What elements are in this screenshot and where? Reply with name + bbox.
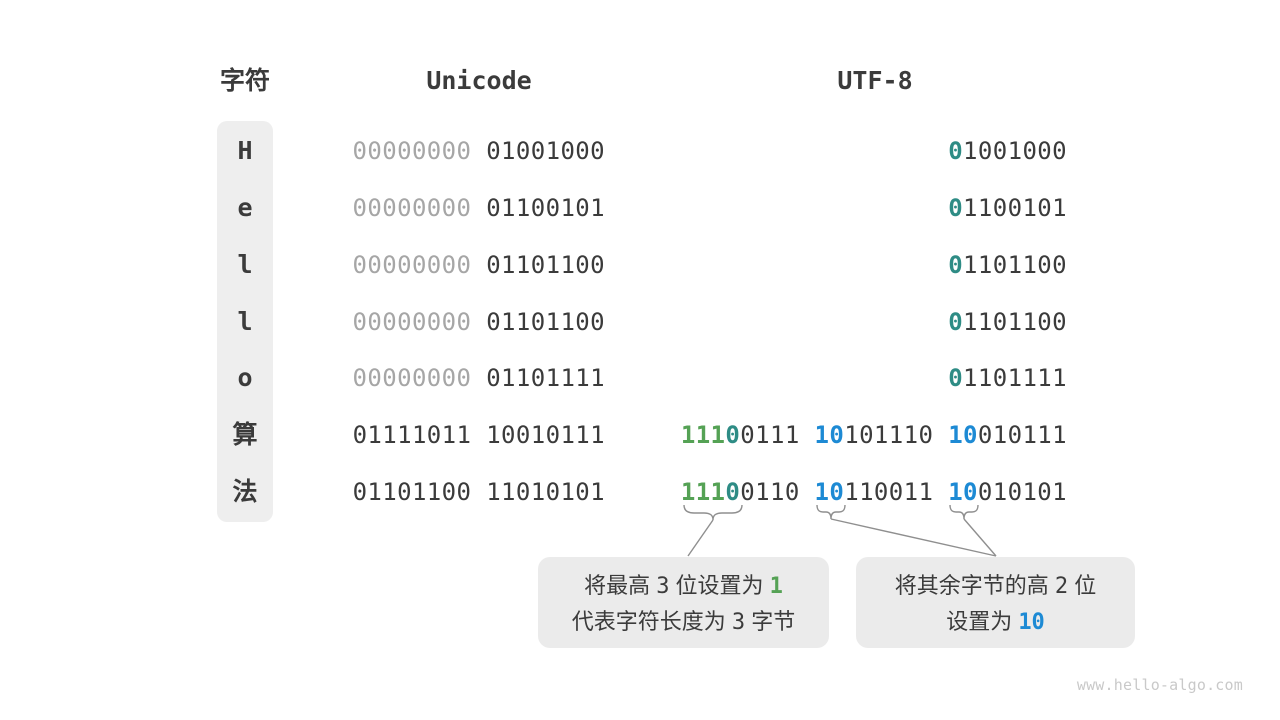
bit-group-gray: 00000000 [352,193,487,222]
table-row: l 00000000 01101100 01101100 [0,306,1280,336]
unicode-cell: 01101100 11010101 [300,478,605,506]
table-row: 算 01111011 10010111 11100111 10101110 10… [0,420,1280,450]
callout-line: 将其余字节的高 2 位 [856,568,1135,604]
unicode-cell: 01111011 10010111 [300,421,605,449]
utf8-cell: 11100110 10110011 10010101 [600,478,1067,506]
callout-text: 将最高 [584,573,657,598]
char-column-background [217,121,273,522]
bit-group-dark: 01001000 [486,137,605,165]
char-cell: H [237,136,253,165]
callout-number: 3 [656,574,670,599]
bit-group-dark: 01101111 [486,364,605,393]
bit-group-dark: 0110 [740,478,815,507]
bit-group-dark: 01100101 [486,193,605,222]
char-cell: e [237,192,253,222]
bit-group-dark: 010101 [977,478,1067,507]
bit-group-teal: 0 [948,250,964,279]
callout-text: 位 [1068,573,1097,598]
watermark: www.hello-algo.com [1076,676,1243,694]
bit-group-blue: 10 [948,478,978,507]
table-row: e 00000000 01100101 01100101 [0,192,1280,222]
char-cell: 算 [232,420,258,450]
utf8-cell: 11100111 10101110 10010111 [600,421,1067,449]
callout-line: 设置为 10 [856,604,1135,640]
bit-group-dark: 0111 [740,421,815,450]
char-cell: 法 [232,477,258,507]
callout-text: 字节 [745,609,796,634]
unicode-cell: 00000000 01101100 [300,308,605,336]
callout-high-bits: 将最高 3 位设置为 1 代表字符长度为 3 字节 [538,557,829,648]
callout-text: 将其余字节的高 [894,573,1055,598]
bit-group-dark: 01111011 10010111 [352,421,605,450]
utf8-cell: 01100101 [600,194,1067,222]
bit-group-teal: 0 [725,421,741,450]
callout-line: 将最高 3 位设置为 1 [538,568,829,604]
header-utf8-label: UTF-8 [837,66,913,95]
table-row: 法 01101100 11010101 11100110 10110011 10… [0,477,1280,507]
unicode-cell: 00000000 01101100 [300,251,605,279]
header-char-label: 字符 [219,67,270,95]
bit-group-blue: 10 [948,421,978,450]
bit-group-dark: 01101100 [486,307,605,336]
bit-group-dark: 1001000 [963,137,1067,165]
bit-group-green: 111 [680,478,726,507]
bit-group-dark: 1101100 [963,250,1067,279]
callout-text: 代表字符长度为 [571,609,732,634]
underbrace-icon [949,504,979,520]
callout-number: 2 [1054,574,1069,599]
underbrace-icon [816,504,846,520]
unicode-cell: 00000000 01101111 [300,364,605,392]
bit-group-gray: 00000000 [352,364,487,393]
callout-accent-bits: 1 [769,574,783,599]
unicode-cell: 00000000 01100101 [300,194,605,222]
bit-group-teal: 0 [948,364,964,393]
underbrace-icon [683,504,743,521]
bit-group-dark: 110011 [844,478,949,507]
bit-group-dark: 101110 [844,421,949,450]
bit-group-gray: 00000000 [352,250,487,279]
bit-group-dark: 1101111 [963,364,1067,393]
bit-group-gray: 00000000 [352,137,487,165]
header-unicode-label: Unicode [426,66,532,95]
unicode-cell: 00000000 01001000 [300,137,605,165]
utf8-cell: 01101100 [600,308,1067,336]
bit-group-teal: 0 [948,137,964,165]
callout-text: 设置为 [946,609,1019,634]
bit-group-dark: 01101100 [486,250,605,279]
bit-group-dark: 01101100 11010101 [352,478,605,507]
callout-accent-bits: 10 [1018,610,1045,635]
connector-line [687,519,714,557]
table-row: H 00000000 01001000 01001000 [0,136,1280,166]
callout-continuation-bits: 将其余字节的高 2 位 设置为 10 [856,557,1135,648]
bit-group-teal: 0 [948,193,964,222]
callout-number: 3 [731,610,746,635]
bit-group-teal: 0 [948,307,964,336]
utf8-cell: 01101111 [600,364,1067,392]
char-cell: o [237,363,253,393]
bit-group-green: 111 [680,421,726,450]
utf8-cell: 01001000 [600,137,1067,165]
callout-text: 位设置为 [669,573,770,598]
table-row: l 00000000 01101100 01101100 [0,249,1280,279]
connector-line [830,518,997,557]
bit-group-teal: 0 [725,478,741,507]
connector-line [963,518,997,557]
bit-group-gray: 00000000 [352,307,487,336]
char-cell: l [237,306,253,336]
bit-group-dark: 1101100 [963,307,1067,336]
char-cell: l [237,249,253,279]
utf8-cell: 01101100 [600,251,1067,279]
bit-group-dark: 1100101 [963,193,1067,222]
bit-group-blue: 10 [814,478,845,507]
bit-group-dark: 010111 [977,421,1067,450]
bit-group-blue: 10 [814,421,845,450]
table-row: o 00000000 01101111 01101111 [0,363,1280,393]
callout-line: 代表字符长度为 3 字节 [538,604,829,640]
